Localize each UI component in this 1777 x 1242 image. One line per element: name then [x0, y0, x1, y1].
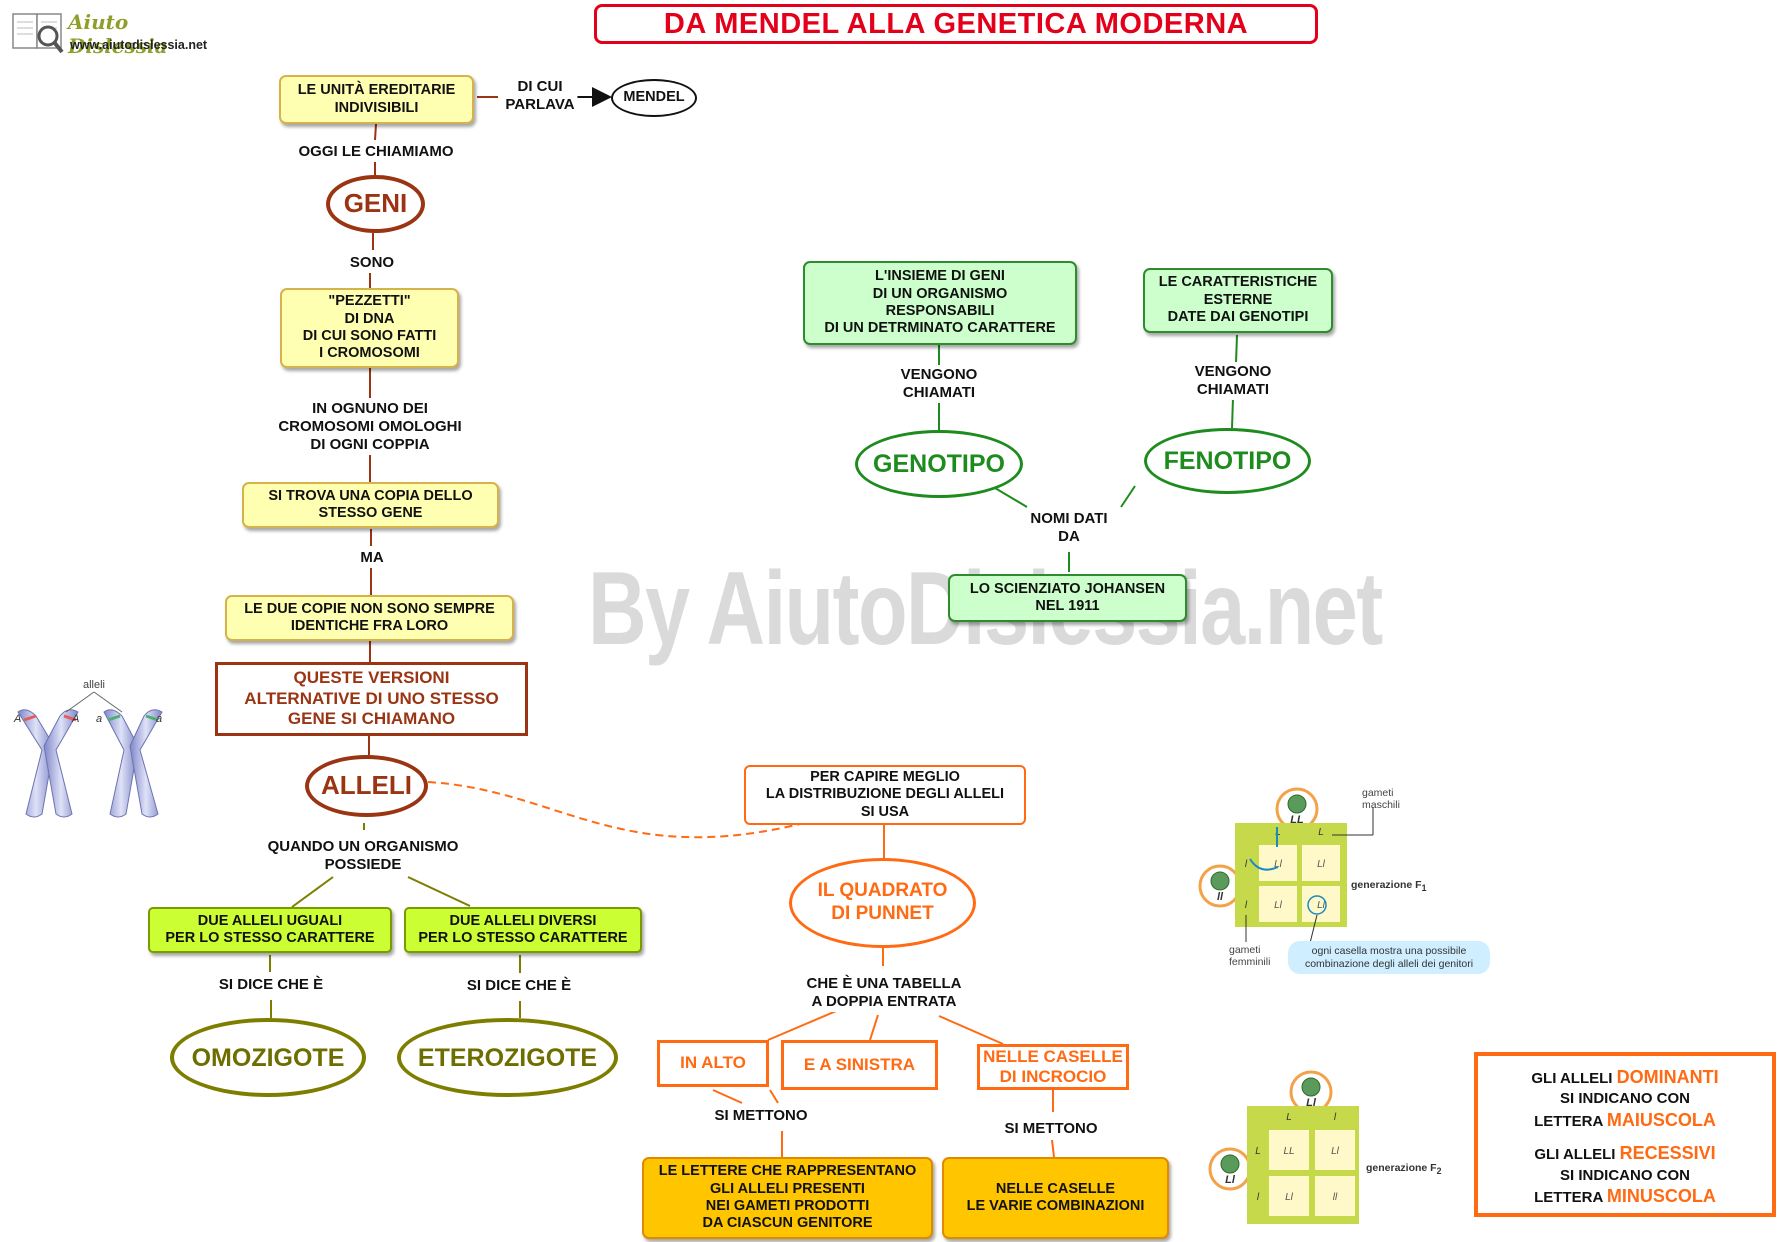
svg-text:ll: ll [1333, 1192, 1338, 1203]
svg-text:Ll: Ll [1317, 900, 1326, 911]
node-insieme-geni: L'INSIEME DI GENI DI UN ORGANISMO RESPON… [803, 261, 1077, 345]
legend-maiuscola: MAIUSCOLA [1606, 1109, 1716, 1130]
legend-text: GLI ALLELI [1534, 1146, 1620, 1164]
svg-text:ll: ll [1217, 891, 1224, 903]
alleli-figure-label: alleli [83, 679, 105, 691]
node-in-alto: IN ALTO [657, 1040, 769, 1087]
site-logo: Aiuto Dislessia www.aiutodislessia.net [10, 6, 215, 58]
node-lettere-alleli: LE LETTERE CHE RAPPRESENTANO GLI ALLELI … [642, 1157, 933, 1239]
node-per-capire-meglio: PER CAPIRE MEGLIO LA DISTRIBUZIONE DEGLI… [744, 765, 1026, 825]
svg-text:Ll: Ll [1274, 900, 1283, 911]
legend-recessivi: RECESSIVI [1619, 1143, 1716, 1164]
logo-url: www.aiutodislessia.net [70, 38, 208, 52]
node-varie-combinazioni: NELLE CASELLE LE VARIE COMBINAZIONI [942, 1157, 1169, 1239]
node-alleli-uguali: DUE ALLELI UGUALI PER LO STESSO CARATTER… [148, 907, 392, 953]
node-versioni-alternative: QUESTE VERSIONI ALTERNATIVE DI UNO STESS… [215, 662, 528, 736]
link-nomi-dati-da: NOMI DATI DA [1027, 509, 1111, 547]
legend-box: GLI ALLELI DOMINANTI SI INDICANO CON LET… [1474, 1052, 1776, 1217]
node-alleli-diversi: DUE ALLELI DIVERSI PER LO STESSO CARATTE… [404, 907, 642, 953]
svg-text:L: L [1286, 1112, 1292, 1123]
svg-text:Ll: Ll [1285, 1192, 1294, 1203]
node-nelle-caselle-di-incrocio: NELLE CASELLE DI INCROCIO [977, 1044, 1129, 1090]
page-title: DA MENDEL ALLA GENETICA MODERNA [594, 4, 1318, 44]
node-due-copie: LE DUE COPIE NON SONO SEMPRE IDENTICHE F… [225, 595, 514, 641]
node-alleli: ALLELI [305, 755, 428, 817]
logo-name: Aiuto Dislessia [68, 10, 168, 58]
link-si-dice-che-e-1: SI DICE CHE È [215, 975, 327, 995]
node-copia-gene: SI TROVA UNA COPIA DELLO STESSO GENE [242, 482, 499, 528]
legend-text: SI INDICANO CON [1559, 1090, 1690, 1108]
link-vengono-chiamati-2: VENGONO CHIAMATI [1191, 362, 1275, 400]
svg-text:Ll: Ll [1225, 1174, 1236, 1186]
link-in-ognuno: IN OGNUNO DEI CROMOSOMI OMOLOGHI DI OGNI… [275, 399, 465, 455]
node-pezzetti-dna: "PEZZETTI" DI DNA DI CUI SONO FATTI I CR… [280, 288, 459, 368]
link-si-mettono-2: SI METTONO [1001, 1119, 1101, 1139]
link-vengono-chiamati-1: VENGONO CHIAMATI [897, 365, 981, 403]
link-quando-un-organismo: QUANDO UN ORGANISMO POSSIEDE [264, 837, 462, 875]
book-logo-icon [12, 13, 64, 54]
svg-text:Ll: Ll [1274, 859, 1283, 870]
link-oggi-le-chiamiamo: OGGI LE CHIAMIAMO [295, 142, 457, 162]
node-fenotipo: FENOTIPO [1144, 428, 1311, 494]
chromosome-icon [103, 709, 163, 818]
svg-text:A: A [71, 713, 79, 725]
legend-dominanti: DOMINANTI [1616, 1067, 1719, 1087]
legend-text: LETTERA [1534, 1112, 1607, 1130]
svg-text:Ll: Ll [1306, 1097, 1317, 1109]
svg-text:a: a [96, 713, 102, 725]
link-sono: SONO [346, 253, 398, 273]
label-gameti-femminili: gameti femminili [1229, 944, 1271, 968]
label-gameti-maschili: gameti maschili [1362, 787, 1400, 811]
svg-text:l: l [1245, 859, 1248, 870]
legend-text: GLI ALLELI [1531, 1070, 1617, 1087]
link-tabella-doppia-entrata: CHE È UNA TABELLA A DOPPIA ENTRATA [803, 974, 965, 1012]
node-quadrato-di-punnet: IL QUADRATO DI PUNNET [789, 858, 976, 948]
punnett-square-f2: Ll Ll L l L l LL Ll Ll ll [1208, 1070, 1359, 1224]
svg-text:L: L [1318, 827, 1324, 838]
node-mendel: MENDEL [611, 79, 697, 117]
label-generazione-f1: generazione F1 [1351, 879, 1427, 894]
node-omozigote: OMOZIGOTE [170, 1018, 366, 1097]
punnett-square-f1: LL ll L L l l Ll Ll Ll Ll [1198, 787, 1374, 944]
link-si-dice-che-e-2: SI DICE CHE È [463, 976, 575, 996]
svg-text:l: l [1334, 1112, 1337, 1123]
label-generazione-f2: generazione F2 [1366, 1162, 1442, 1177]
chromosome-icon [17, 709, 79, 818]
svg-text:l: l [1245, 900, 1248, 911]
legend-minuscola: MINUSCOLA [1606, 1186, 1716, 1207]
node-johansen: LO SCIENZIATO JOHANSEN NEL 1911 [948, 574, 1187, 622]
node-genotipo: GENOTIPO [855, 430, 1023, 498]
svg-text:LL: LL [1283, 1146, 1294, 1157]
svg-text:Ll: Ll [1317, 859, 1326, 870]
node-caratteristiche-esterne: LE CARATTERISTICHE ESTERNE DATE DAI GENO… [1143, 268, 1333, 333]
svg-text:a: a [156, 713, 162, 725]
punnett-note: ogni casella mostra una possibile combin… [1288, 941, 1490, 974]
svg-text:L: L [1255, 1146, 1261, 1157]
node-eterozigote: ETEROZIGOTE [397, 1018, 618, 1097]
svg-text:Ll: Ll [1331, 1146, 1340, 1157]
legend-text: SI INDICANO CON [1559, 1166, 1690, 1184]
node-geni: GENI [326, 175, 425, 233]
legend-text: LETTERA [1534, 1189, 1607, 1207]
node-e-a-sinistra: E A SINISTRA [781, 1040, 938, 1090]
link-ma: MA [357, 548, 387, 568]
link-si-mettono-1: SI METTONO [711, 1106, 811, 1126]
chromosomes-figure: alleli A A a a [13, 679, 163, 818]
node-unita-ereditarie: LE UNITÀ EREDITARIE INDIVISIBILI [279, 75, 474, 124]
link-di-cui-parlava: DI CUI PARLAVA [502, 77, 578, 115]
svg-text:l: l [1257, 1192, 1260, 1203]
svg-text:A: A [13, 713, 21, 725]
